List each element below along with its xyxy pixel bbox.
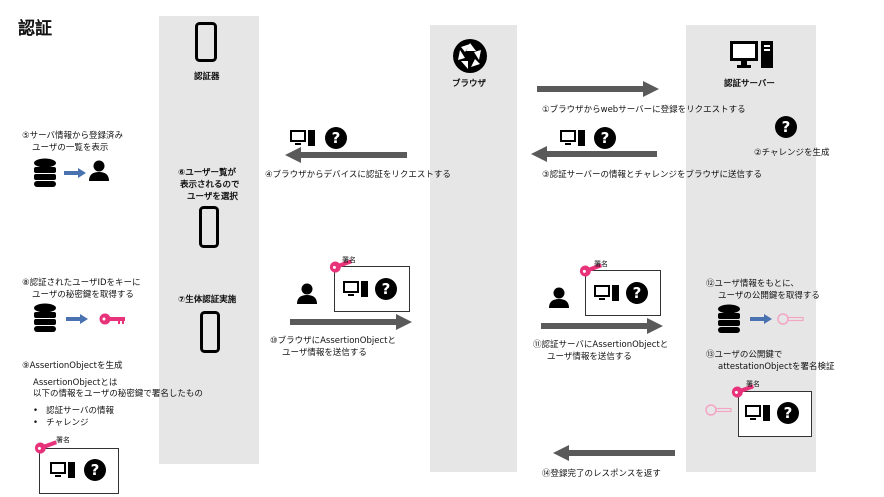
step13-label-2: attestationObjectを署名検証 <box>718 362 835 372</box>
step6-label-3: ユーザを選択 <box>187 192 238 202</box>
step8-label-2: ユーザの秘密鍵を取得する <box>32 290 134 300</box>
step3-label: ③認証サーバーの情報とチャレンジをブラウザに送信する <box>542 170 762 180</box>
step10-label-2: ユーザ情報を送信する <box>282 348 367 358</box>
blue-arrow <box>750 314 772 324</box>
step10-label-1: ⑩ブラウザにAssertionObjectと <box>270 336 396 346</box>
private-key-icon <box>579 263 603 277</box>
step9-bullet: • チャレンジ <box>33 418 89 428</box>
arrow-step10 <box>290 314 412 330</box>
step14-label: ⑭登録完了のレスポンスを返す <box>542 469 661 479</box>
database-icon <box>718 304 740 333</box>
lane-server-label: 認証サーバー <box>724 79 775 89</box>
phone-icon <box>200 311 220 353</box>
database-icon <box>34 158 56 187</box>
lane-authenticator <box>159 16 259 464</box>
step9-desc-2: 以下の情報をユーザの秘密鍵で署名したもの <box>33 389 203 399</box>
step9-title: ⑨AssertionObjectを生成 <box>22 361 123 371</box>
step4-label: ④ブラウザからデバイスに認証をリクエストする <box>265 170 451 180</box>
private-key-icon <box>34 440 58 454</box>
step5-label-1: ⑤サーバ情報から登録済み <box>22 131 124 141</box>
lane-browser <box>430 25 517 472</box>
blue-arrow <box>66 314 88 324</box>
step2-label: ②チャレンジを生成 <box>754 148 830 158</box>
question-icon: ? <box>777 402 799 424</box>
bullet-text: 認証サーバの情報 <box>46 406 115 416</box>
signature-label: 署名 <box>342 256 356 264</box>
server-pc-icon <box>730 41 773 68</box>
pc-icon <box>560 130 585 146</box>
pc-icon <box>594 285 619 301</box>
step11-label-1: ⑪認証サーバにAssertionObjectと <box>533 340 669 350</box>
step12-label-2: ユーザの公開鍵を取得する <box>718 291 820 301</box>
private-key-icon <box>99 313 125 325</box>
public-key-icon <box>777 313 804 325</box>
user-icon <box>89 160 109 181</box>
signature-label: 署名 <box>594 260 608 268</box>
arrow-step3 <box>531 146 657 162</box>
step9-bullet: • 認証サーバの情報 <box>33 406 115 416</box>
page-title: 認証 <box>18 19 52 39</box>
private-key-icon <box>329 259 353 273</box>
phone-icon <box>195 22 217 62</box>
step5-label-2: ユーザの一覧を表示 <box>32 143 109 153</box>
private-key-icon <box>731 384 755 398</box>
arrow-step14 <box>553 445 675 461</box>
bullet-text: チャレンジ <box>46 418 89 428</box>
arrow-step1 <box>537 81 659 97</box>
step9-desc-1: AssertionObjectとは <box>33 378 118 388</box>
step7-label: ⑦生体認証実施 <box>178 295 237 305</box>
user-icon <box>549 287 569 308</box>
lane-browser-label: ブラウザ <box>452 79 487 89</box>
step1-label: ①ブラウザからwebサーバーに登録をリクエストする <box>542 105 746 115</box>
step13-label-1: ⑬ユーザの公開鍵で <box>706 350 783 360</box>
question-icon: ? <box>626 282 648 304</box>
database-icon <box>34 303 56 332</box>
question-icon: ? <box>594 127 616 149</box>
arrow-step4 <box>285 147 407 163</box>
lane-authenticator-label: 認証器 <box>194 72 220 82</box>
pc-icon <box>50 462 75 478</box>
question-icon: ? <box>84 459 106 481</box>
blue-arrow <box>64 168 86 178</box>
question-icon: ? <box>775 116 797 138</box>
pc-icon <box>745 405 770 421</box>
phone-icon <box>199 206 219 248</box>
pc-icon <box>290 130 315 146</box>
public-key-icon <box>705 404 732 416</box>
step6-label-2: 表示されるので <box>180 180 240 190</box>
step8-label-1: ⑧認証されたユーザIDをキーに <box>22 278 141 288</box>
signature-label: 署名 <box>746 380 760 388</box>
step12-label-1: ⑫ユーザ情報をもとに、 <box>706 279 799 289</box>
question-icon: ? <box>375 278 397 300</box>
signature-label: 署名 <box>56 436 70 444</box>
step6-label-1: ⑥ユーザー覧が <box>178 168 237 178</box>
pc-icon <box>343 281 368 297</box>
step11-label-2: ユーザ情報を送信する <box>547 352 632 362</box>
question-icon: ? <box>325 127 347 149</box>
aperture-icon <box>453 39 487 73</box>
arrow-step11 <box>541 318 663 334</box>
user-icon <box>297 283 317 304</box>
